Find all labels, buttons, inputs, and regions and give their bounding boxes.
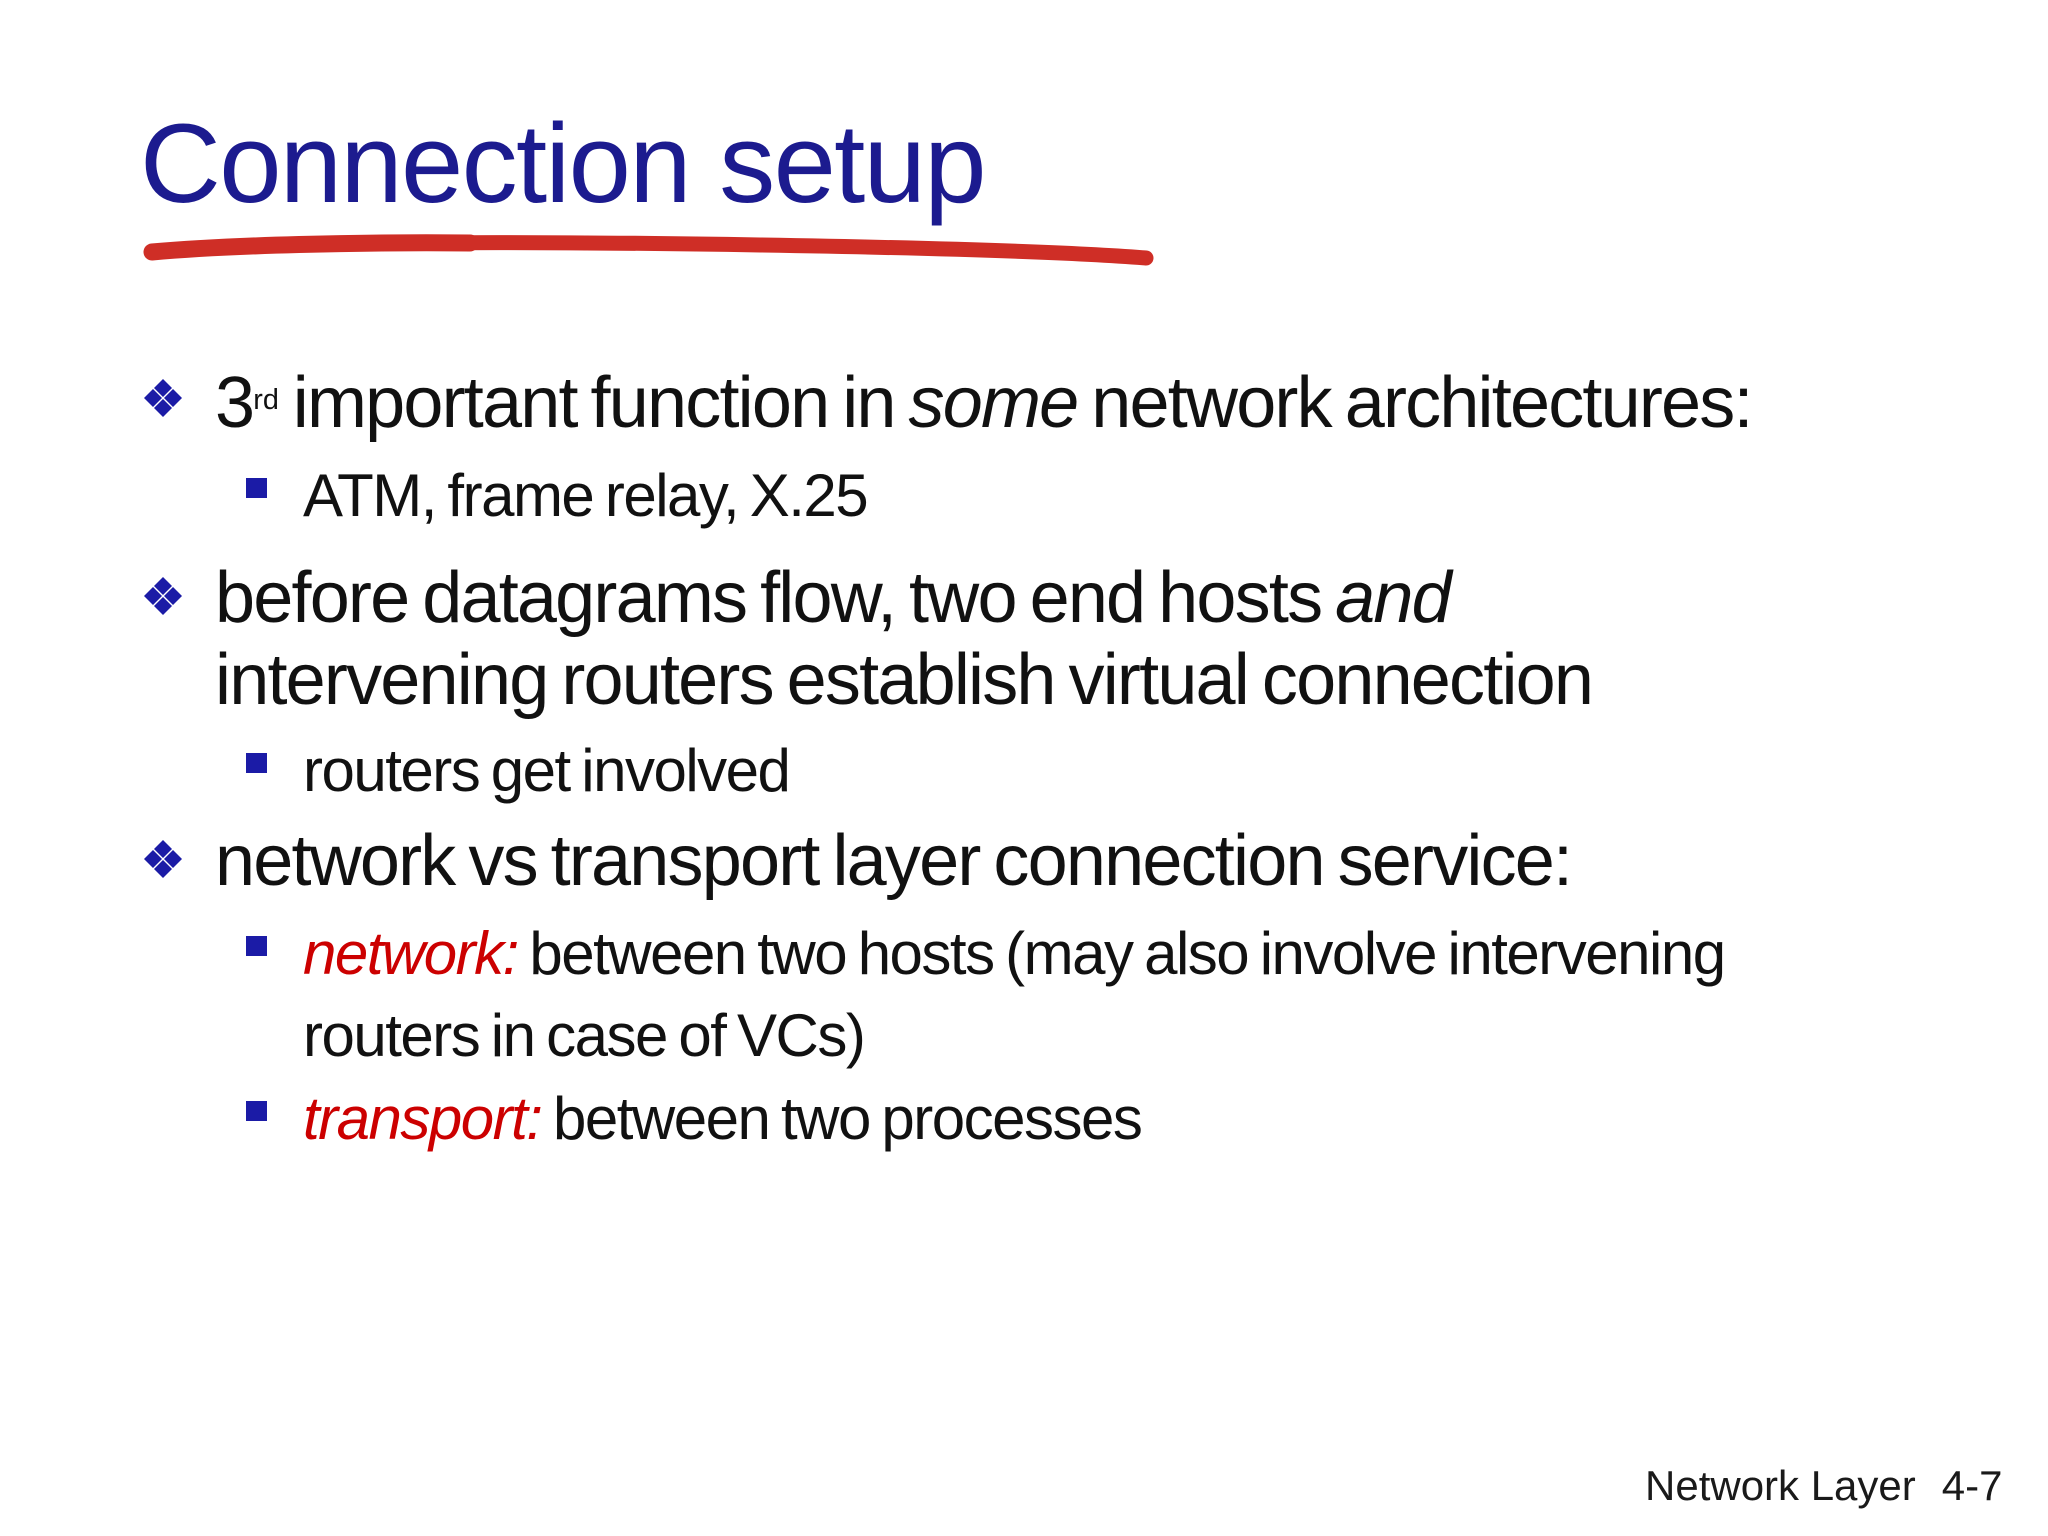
emphasized-word: and (1335, 558, 1452, 638)
slide-title: Connection setup (140, 101, 987, 226)
sub-bullet-text: ATM, frame relay, X.25 (303, 462, 869, 529)
term-network-label: network: (303, 920, 519, 987)
four-diamond-bullet-icon (144, 840, 182, 878)
square-bullet-icon (246, 1101, 267, 1121)
footer-section-label: Network Layer (1645, 1462, 1916, 1509)
bullet-line: 3rd important function in some network a… (0, 358, 1753, 445)
footer-page-number: 4-7 (1941, 1462, 2003, 1509)
sub-bullet-text: between two processes (541, 1085, 1143, 1152)
square-bullet-icon (246, 753, 267, 773)
bullet-line: before datagrams flow, two end hosts and (0, 556, 1452, 640)
bullet-text: network architectures: (1077, 362, 1753, 443)
bullet-line-continuation: intervening routers establish virtual co… (0, 638, 1594, 722)
sub-bullet-text: routers in case of VCs) (303, 1002, 866, 1069)
square-bullet-icon (246, 936, 267, 956)
bullet-text: 3 (215, 362, 255, 443)
ordinal-superscript: rd (253, 384, 279, 416)
sub-bullet-line: transport: between two processes (0, 1083, 1143, 1155)
bullet-text: network vs transport layer connection se… (215, 821, 1573, 901)
sub-bullet-line: network: between two hosts (may also inv… (0, 918, 1726, 990)
term-transport-label: transport: (303, 1085, 543, 1152)
sub-bullet-text: between two hosts (may also involve inte… (517, 920, 1726, 987)
slide-footer: Network Layer 4-7 (1645, 1462, 2002, 1510)
sub-bullet-line: ATM, frame relay, X.25 (0, 460, 869, 532)
sub-bullet-line-continuation: routers in case of VCs) (0, 1000, 866, 1072)
square-bullet-icon (246, 478, 267, 498)
sub-bullet-text: routers get involved (303, 737, 791, 804)
bullet-text: before datagrams flow, two end hosts (215, 558, 1336, 638)
emphasized-word: some (908, 362, 1080, 443)
sub-bullet-line: routers get involved (0, 735, 791, 807)
four-diamond-bullet-icon (144, 577, 182, 615)
bullet-line: network vs transport layer connection se… (0, 819, 1573, 903)
four-diamond-bullet-icon (144, 379, 182, 417)
bullet-text: intervening routers establish virtual co… (215, 640, 1594, 720)
bullet-text: important function in (278, 362, 909, 443)
